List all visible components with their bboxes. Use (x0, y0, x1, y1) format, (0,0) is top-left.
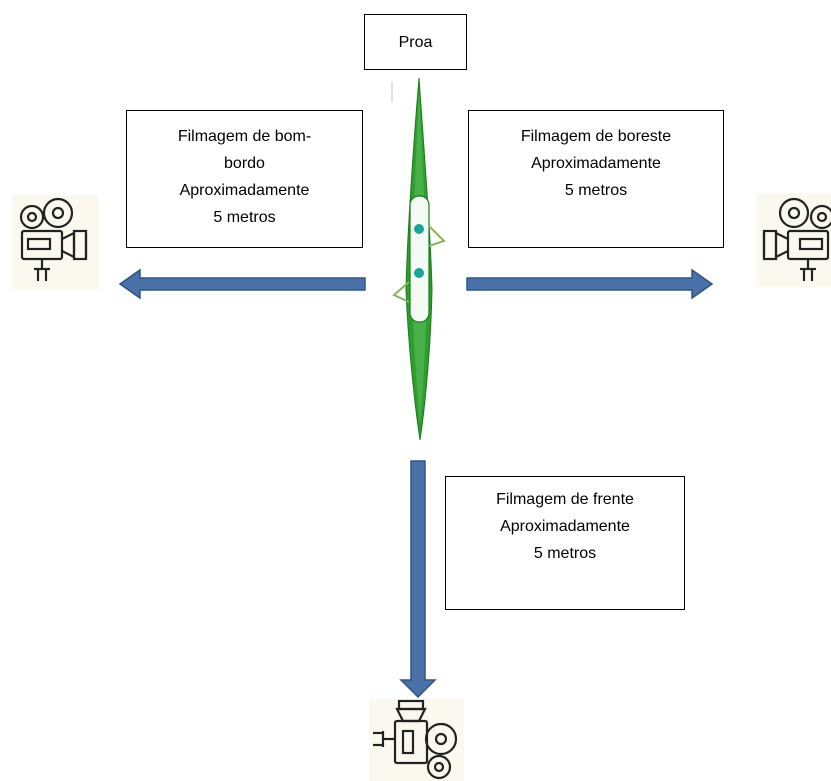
port-filming-line-2: bordo (224, 155, 265, 172)
starboard-filming-box: Filmagem de boreste Aproximadamente 5 me… (468, 110, 724, 248)
movie-camera-icon (12, 195, 99, 289)
port-filming-line-1: Filmagem de bom- (177, 128, 312, 145)
arrow-left-icon (118, 268, 366, 300)
starboard-filming-line-3: 5 metros (564, 182, 628, 199)
kayak-icon (391, 77, 446, 441)
front-filming-box: Filmagem de frente Aproximadamente 5 met… (445, 476, 685, 610)
bow-label-box: Proa (364, 14, 467, 70)
movie-camera-icon (369, 699, 464, 781)
front-filming-line-2: Aproximadamente (500, 518, 630, 535)
front-filming-line-1: Filmagem de frente (496, 491, 634, 508)
port-filming-line-3: Aproximadamente (179, 182, 310, 199)
arrow-down-icon (399, 460, 437, 699)
starboard-filming-line-2: Aproximadamente (531, 155, 661, 172)
port-filming-line-4: 5 metros (213, 209, 276, 226)
front-filming-line-3: 5 metros (533, 545, 597, 562)
movie-camera-icon (756, 193, 831, 287)
starboard-filming-line-1: Filmagem de boreste (520, 128, 672, 145)
arrow-right-icon (466, 268, 714, 300)
bow-label: Proa (398, 33, 433, 51)
port-filming-box: Filmagem de bom- bordo Aproximadamente 5… (126, 110, 363, 248)
